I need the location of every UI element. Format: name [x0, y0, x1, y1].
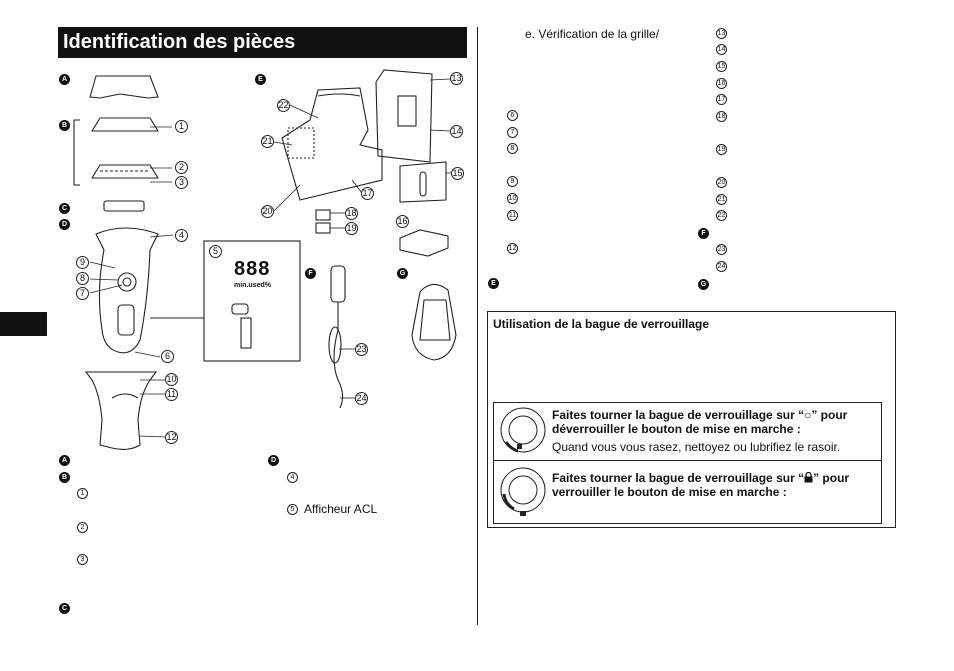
cleaning-cartridge-drawing [375, 69, 433, 163]
small-part-drawing [103, 200, 145, 212]
callout-1: 1 [175, 120, 188, 133]
callout-24: 24 [355, 392, 368, 405]
legend-num-24: 24 [716, 261, 727, 272]
legend-badge-c: C [59, 603, 70, 614]
shaver-body-drawing [95, 227, 159, 354]
unlock-ring-icon [500, 407, 546, 453]
lcd-unit: min.used% [234, 282, 271, 289]
column-divider [477, 27, 478, 625]
callout-8: 8 [76, 272, 89, 285]
detergent-cartridge-drawing [399, 161, 447, 203]
legend-num-11: 11 [507, 210, 518, 221]
inner-blade-frame-drawing [91, 164, 159, 179]
badge-e: E [255, 74, 266, 85]
power-cord-drawing [333, 302, 344, 409]
lock-instruction-box: Faites tourner la bague de verrouillage … [493, 460, 882, 524]
legend-num-20: 20 [716, 177, 727, 188]
lock-tag-drawing [315, 209, 331, 221]
legend-num-14: 14 [716, 44, 727, 55]
callout-19: 19 [345, 222, 358, 235]
legend-badge-a: A [59, 455, 70, 466]
legend-lcd-label: Afficheur ACL [304, 502, 378, 516]
unlock-instruction-title: Faites tourner la bague de verrouillage … [552, 408, 848, 436]
callout-5: 5 [209, 245, 222, 258]
unlock-instruction-box: Faites tourner la bague de verrouillage … [493, 402, 882, 461]
unlock-instruction-note: Quand vous vous rasez, nettoyez ou lubri… [552, 440, 841, 454]
legend-badge-f: F [698, 228, 709, 239]
legend-badge-e: E [488, 278, 499, 289]
callout-3: 3 [175, 176, 188, 189]
padlock-icon [804, 471, 813, 483]
callout-6: 6 [161, 350, 174, 363]
page-title: Identification des pièces [58, 27, 467, 58]
callout-15: 15 [451, 167, 464, 180]
legend-badge-g: G [698, 279, 709, 290]
badge-f: F [305, 268, 316, 279]
legend-num-21: 21 [716, 194, 727, 205]
legend-num-8: 8 [507, 143, 518, 154]
legend-num-10: 10 [507, 193, 518, 204]
lock-title-part-2: ” pour verrouiller le bouton de mise en … [552, 471, 850, 499]
legend-num-6: 6 [507, 110, 518, 121]
legend-num-12: 12 [507, 243, 518, 254]
legend-num-9: 9 [507, 176, 518, 187]
callout-16: 16 [396, 215, 409, 228]
ac-adaptor-drawing [330, 265, 346, 303]
badge-b: B [59, 120, 70, 131]
callout-13: 13 [450, 72, 463, 85]
lcd-display-box-drawing [203, 240, 301, 362]
callout-9: 9 [76, 256, 89, 269]
lock-instruction-title: Faites tourner la bague de verrouillage … [552, 471, 877, 499]
legend-num-18: 18 [716, 111, 727, 122]
legend-num-13: 13 [716, 28, 727, 39]
badge-g: G [397, 268, 408, 279]
outer-foil-frame-drawing [89, 75, 159, 99]
legend-num-19: 19 [716, 144, 727, 155]
legend-num-15: 15 [716, 61, 727, 72]
callout-23: 23 [355, 343, 368, 356]
legend-num-2: 2 [77, 522, 88, 533]
pouch-drawing [411, 283, 457, 361]
callout-21: 21 [261, 135, 274, 148]
badge-c: C [59, 203, 70, 214]
badge-a: A [59, 74, 70, 85]
callout-11: 11 [165, 388, 178, 401]
cartridge-cap-drawing [399, 229, 449, 257]
section-tab-marker [0, 312, 47, 336]
legend-num-3: 3 [77, 554, 88, 565]
callout-12: 12 [165, 431, 178, 444]
lock-ring-icon [500, 467, 546, 516]
legend-num-7: 7 [507, 127, 518, 138]
callout-18: 18 [345, 207, 358, 220]
legend-num-5: 5 [287, 504, 298, 515]
legend-num-22: 22 [716, 210, 727, 221]
legend-badge-d: D [268, 455, 279, 466]
callout-7: 7 [76, 287, 89, 300]
legend-num-4: 4 [287, 472, 298, 483]
legend-num-23: 23 [716, 244, 727, 255]
outer-foil-drawing [91, 117, 159, 132]
callout-4: 4 [175, 229, 188, 242]
legend-num-16: 16 [716, 78, 727, 89]
callout-14: 14 [450, 125, 463, 138]
callout-17: 17 [361, 187, 374, 200]
legend-num-17: 17 [716, 94, 727, 105]
lock-title-part-1: Faites tourner la bague de verrouillage … [552, 471, 805, 485]
callout-2: 2 [175, 161, 188, 174]
lock-ring-box: Utilisation de la bague de verrouillage … [487, 311, 896, 528]
callout-22: 22 [277, 99, 290, 112]
callout-20: 20 [261, 205, 274, 218]
shaver-head-drawing [84, 371, 158, 451]
legend-num-1: 1 [77, 488, 88, 499]
lock-ring-heading: Utilisation de la bague de verrouillage [493, 317, 710, 331]
legend-badge-b: B [59, 472, 70, 483]
callout-10: 10 [165, 373, 178, 386]
legend-item-e: e. Vérification de la grille/ [525, 27, 660, 41]
lcd-digits: 888 [234, 258, 271, 280]
badge-d: D [59, 219, 70, 230]
charging-stand-drawing [281, 87, 383, 201]
